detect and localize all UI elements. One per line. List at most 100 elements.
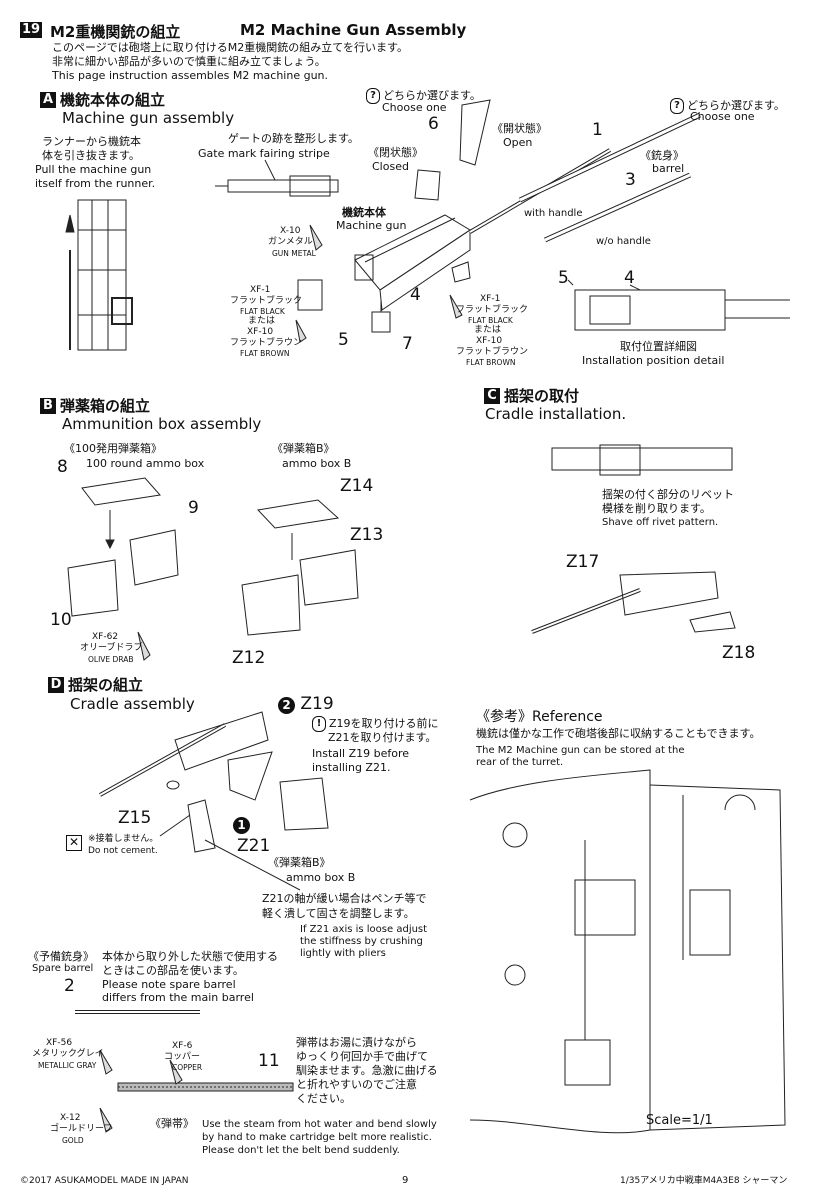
boxb-label-jp: 《弾薬箱B》 (272, 442, 335, 455)
paint-xf56-jp: メタリックグレイ (32, 1049, 104, 1059)
part-z18: Z18 (722, 643, 756, 663)
shave-note-jp-2: 模様を削り取ります。 (602, 502, 711, 515)
runner-note-en-1: Pull the machine gun (35, 163, 152, 176)
section-a-title-en: Machine gun assembly (62, 109, 235, 127)
part-z12: Z12 (232, 648, 266, 668)
part-number-6: 6 (428, 114, 439, 134)
gate-note-en: Gate mark fairing stripe (198, 147, 330, 160)
paint-xf6-code: XF-6 (172, 1041, 193, 1051)
belt-title: 《弾帯》 (150, 1117, 194, 1130)
gun-label-jp: 機銃本体 (342, 206, 386, 219)
part-number-1: 1 (592, 120, 603, 140)
paint-xf56-en: METALLIC GRAY (38, 1061, 97, 1070)
step-number: 19 (20, 22, 42, 38)
shave-note-en: Shave off rivet pattern. (602, 517, 719, 528)
runner-note-jp-2: 体を引き抜きます。 (42, 149, 140, 162)
paint-xf10-code-2: XF-10 (476, 336, 503, 346)
paint-xf6-jp: コッパー (164, 1052, 201, 1062)
section-b-title-jp: 弾薬箱の組立 (60, 397, 151, 415)
z19-note-jp-1-text: Z19を取り付ける前に (329, 717, 439, 730)
detail-part-4: 4 (624, 268, 635, 288)
section-c-title-jp: 揺架の取付 (504, 387, 580, 405)
part-number-9: 9 (188, 498, 199, 518)
part-z15: Z15 (118, 808, 152, 828)
shave-note-jp-1: 揺架の付く部分のリベット (602, 488, 734, 501)
choose-one-2-en: Choose one (690, 110, 755, 123)
page-title-en: M2 Machine Gun Assembly (240, 21, 467, 39)
spare-barrel-title-en: Spare barrel (32, 963, 94, 974)
part-number-7: 7 (402, 334, 413, 354)
paint-xf1-en: FLAT BLACK (240, 307, 285, 316)
paint-x12-en: GOLD (62, 1136, 84, 1145)
reference-heading: 《参考》Reference (476, 706, 603, 726)
paint-xf56-code: XF-56 (46, 1038, 73, 1048)
page-title-jp: M2重機関銃の組立 (50, 23, 181, 41)
detail-label-en: Installation position detail (582, 354, 725, 367)
choice-icon: ? (670, 98, 684, 114)
reference-title-en: Reference (532, 709, 603, 725)
cradle-assembly-drawing (99, 711, 329, 891)
no-cement-icon: ✕ (66, 835, 82, 851)
reference-note-en-1: The M2 Machine gun can be stored at the (476, 745, 685, 756)
paint-x12-jp: ゴールドリーフ (50, 1124, 113, 1134)
ammo-box-b-drawing (241, 499, 359, 636)
paint-x10-code: X-10 (280, 226, 301, 236)
paint-xf1-code: XF-1 (250, 285, 271, 295)
footer-right-text: 1/35アメリカ中戦車M4A3E8 シャーマン (620, 1176, 788, 1186)
choose-one-2: ?どちらか選びます。 (670, 98, 785, 114)
footer-copyright: ©2017 ASUKAMODEL MADE IN JAPAN (20, 1176, 189, 1186)
paint-xf10-jp: フラットブラウン (230, 338, 303, 348)
machine-gun-drawing (295, 99, 702, 343)
belt-note-jp-1: 弾帯はお湯に漬けながら (296, 1036, 417, 1049)
no-cement-jp: ※接着しません。 (88, 834, 159, 844)
no-cement-en: Do not cement. (88, 846, 158, 856)
detail-part-5: 5 (558, 268, 569, 288)
reference-scale: Scale=1/1 (646, 1113, 713, 1128)
gate-note-jp: ゲートの跡を整形します。 (228, 132, 359, 145)
d-boxb-label-jp: 《弾薬箱B》 (268, 856, 331, 869)
part-number-5: 5 (338, 330, 349, 350)
boxb-label-en: ammo box B (282, 457, 352, 470)
section-c-title-en: Cradle installation. (485, 405, 627, 423)
box100-label-jp: 《100発用弾薬箱》 (64, 442, 162, 455)
part-number-10: 10 (50, 610, 72, 630)
section-d-title-jp: 揺架の組立 (68, 676, 144, 694)
belt-note-en-2: by hand to make cartridge belt more real… (202, 1132, 432, 1143)
part-number-8: 8 (57, 457, 68, 477)
paint-xf1-code-2: XF-1 (480, 294, 501, 304)
gate-gun-drawing (215, 159, 339, 197)
runner-drawing (65, 199, 133, 351)
choose-one-1-jp: どちらか選びます。 (383, 89, 481, 102)
section-a-title-jp: 機銃本体の組立 (60, 91, 166, 109)
paint-xf62-en: OLIVE DRAB (88, 655, 134, 664)
section-b-title-en: Ammunition box assembly (62, 415, 262, 433)
section-d-badge: D (48, 677, 64, 693)
paint-xf1-jp-2: フラットブラック (456, 305, 529, 315)
z21-note-en-2: the stiffness by crushing (300, 936, 423, 947)
paint-xf62-code: XF-62 (92, 632, 119, 642)
z21-note-jp-1: Z21の軸が緩い場合はペンチ等で (262, 892, 427, 905)
cartridge-belt-drawing (99, 1049, 294, 1133)
open-label-en: Open (503, 136, 533, 149)
reference-note-en-2: rear of the turret. (476, 757, 564, 768)
intro-jp-2: 非常に細かい部品が多いので慎重に組み立てましょう。 (52, 55, 326, 68)
paint-xf1-jp: フラットブラック (230, 296, 303, 306)
choice-icon: ? (366, 88, 380, 104)
part-z17: Z17 (566, 552, 600, 572)
step-badge: 19 (20, 22, 46, 41)
part-number-4: 4 (410, 285, 421, 305)
part-number-2: 2 (64, 976, 75, 996)
intro-jp-1: このページでは砲塔上に取り付けるM2重機関銃の組み立てを行います。 (52, 41, 408, 54)
choose-one-2-jp: どちらか選びます。 (687, 99, 785, 112)
d-boxb-label-en: ammo box B (286, 871, 356, 884)
z19-note-en-1: Install Z19 before (312, 747, 410, 760)
without-handle-label: w/o handle (596, 236, 651, 247)
with-handle-label: with handle (524, 208, 583, 219)
closed-label-en: Closed (372, 160, 409, 173)
paint-xf10-code: XF-10 (247, 327, 274, 337)
paint-xf6-en: COPPER (172, 1063, 203, 1072)
footer-page-number: 9 (402, 1175, 409, 1186)
